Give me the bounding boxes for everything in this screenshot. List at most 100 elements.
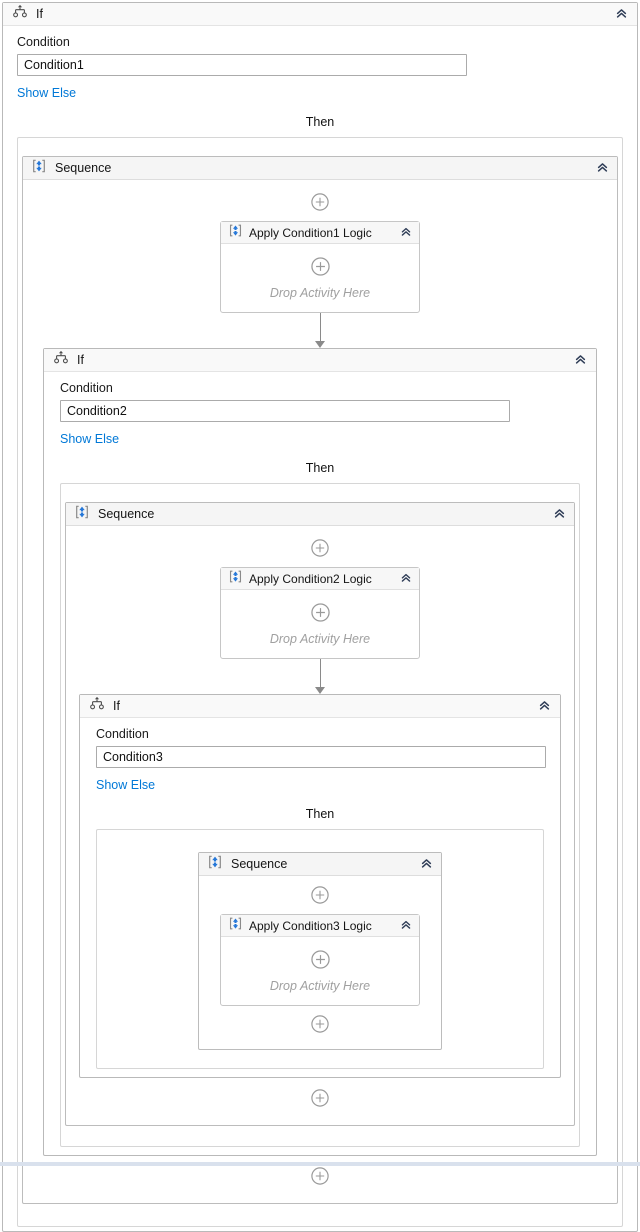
flow-arrow-connector [315, 659, 325, 694]
if1-then-label: Then [305, 115, 335, 129]
seq2-add-activity-bottom-button[interactable] [311, 1089, 329, 1110]
if1-condition-input[interactable] [17, 54, 467, 76]
apply3-drop-hint: Drop Activity Here [269, 979, 371, 993]
designer-background-edge [0, 1162, 640, 1166]
apply-condition1-logic-sequence[interactable]: Apply Condition1 Logic Drop Activity Her… [220, 221, 420, 313]
if2-then-slot: Sequence [60, 483, 580, 1147]
if-activity-3[interactable]: If Condition Show Else [79, 694, 561, 1078]
apply3-add-activity-button[interactable] [310, 950, 330, 972]
if1-then-slot: Sequence Apply Condition1 Logic [17, 137, 623, 1227]
seq2-header[interactable]: Sequence [66, 503, 574, 526]
if1-collapse-button[interactable] [615, 6, 628, 22]
seq2-collapse-button[interactable] [553, 506, 566, 522]
seq2-title: Sequence [98, 507, 155, 521]
if3-condition-label: Condition [96, 727, 149, 741]
seq3-title: Sequence [231, 857, 288, 871]
sequence-activity-1[interactable]: Sequence Apply Condition1 Logic [22, 156, 618, 1204]
seq1-add-activity-bottom-button[interactable] [311, 1167, 329, 1188]
plus-circle-icon [311, 886, 329, 907]
double-chevron-up-icon [538, 698, 551, 714]
if2-show-else-link[interactable]: Show Else [60, 432, 120, 446]
if1-title: If [36, 7, 43, 21]
if2-content: Condition Show Else Then Seq [44, 372, 596, 1155]
double-chevron-up-icon [574, 352, 587, 368]
plus-circle-icon [311, 1167, 329, 1188]
sequence-icon [207, 854, 223, 875]
sequence-icon [228, 916, 243, 936]
flow-arrow-connector [315, 313, 325, 348]
apply1-header[interactable]: Apply Condition1 Logic [221, 222, 419, 244]
seq2-add-activity-top-button[interactable] [311, 539, 329, 560]
if3-then-slot: Sequence [96, 829, 544, 1069]
if-activity-2[interactable]: If Condition Show Else Then [43, 348, 597, 1156]
apply2-collapse-button[interactable] [400, 571, 412, 586]
if2-header[interactable]: If [44, 349, 596, 372]
if1-content: Condition Show Else Then Sequence [3, 26, 637, 1231]
plus-circle-icon [310, 603, 330, 625]
apply1-collapse-button[interactable] [400, 225, 412, 240]
if2-condition-input[interactable] [60, 400, 510, 422]
apply3-header[interactable]: Apply Condition3 Logic [221, 915, 419, 937]
double-chevron-up-icon [615, 6, 628, 22]
if2-then-label: Then [305, 461, 335, 475]
sequence-activity-3[interactable]: Sequence [198, 852, 442, 1050]
if3-condition-input[interactable] [96, 746, 546, 768]
seq1-header[interactable]: Sequence [23, 157, 617, 180]
apply1-add-activity-button[interactable] [310, 257, 330, 279]
apply1-drop-hint: Drop Activity Here [269, 286, 371, 300]
if3-header[interactable]: If [80, 695, 560, 718]
sequence-icon [74, 504, 90, 525]
seq1-add-activity-top-button[interactable] [311, 193, 329, 214]
double-chevron-up-icon [400, 225, 412, 240]
if1-show-else-link[interactable]: Show Else [17, 86, 77, 100]
apply3-drop-zone[interactable]: Drop Activity Here [221, 937, 419, 1005]
apply-condition2-logic-sequence[interactable]: Apply Condition2 Logic Drop Activity Her… [220, 567, 420, 659]
if3-show-else-link[interactable]: Show Else [96, 778, 156, 792]
if-icon [12, 3, 28, 25]
plus-circle-icon [311, 539, 329, 560]
seq1-title: Sequence [55, 161, 112, 175]
if1-condition-label: Condition [17, 35, 70, 49]
apply2-title: Apply Condition2 Logic [249, 571, 372, 586]
double-chevron-up-icon [420, 856, 433, 872]
if2-condition-label: Condition [60, 381, 113, 395]
double-chevron-up-icon [400, 571, 412, 586]
plus-circle-icon [311, 1089, 329, 1110]
if3-collapse-button[interactable] [538, 698, 551, 714]
apply2-header[interactable]: Apply Condition2 Logic [221, 568, 419, 590]
seq2-body: Apply Condition2 Logic Drop Activity Her… [66, 526, 574, 1125]
seq1-collapse-button[interactable] [596, 160, 609, 176]
if3-content: Condition Show Else Then [80, 718, 560, 1077]
if3-then-label: Then [305, 807, 335, 821]
apply2-drop-hint: Drop Activity Here [269, 632, 371, 646]
seq1-body: Apply Condition1 Logic Drop Activity Her… [23, 180, 617, 1203]
plus-circle-icon [311, 1015, 329, 1036]
sequence-activity-2[interactable]: Sequence [65, 502, 575, 1126]
if-icon [89, 695, 105, 717]
if2-title: If [77, 353, 84, 367]
apply1-drop-zone[interactable]: Drop Activity Here [221, 244, 419, 312]
seq3-collapse-button[interactable] [420, 856, 433, 872]
sequence-icon [228, 223, 243, 243]
apply-condition3-logic-sequence[interactable]: Apply Condition3 Logic [220, 914, 420, 1006]
if1-header[interactable]: If [3, 3, 637, 26]
seq3-add-activity-bottom-button[interactable] [311, 1015, 329, 1036]
apply3-collapse-button[interactable] [400, 918, 412, 933]
apply2-drop-zone[interactable]: Drop Activity Here [221, 590, 419, 658]
plus-circle-icon [310, 950, 330, 972]
apply2-add-activity-button[interactable] [310, 603, 330, 625]
if3-title: If [113, 699, 120, 713]
seq3-header[interactable]: Sequence [199, 853, 441, 876]
double-chevron-up-icon [400, 918, 412, 933]
plus-circle-icon [310, 257, 330, 279]
apply3-title: Apply Condition3 Logic [249, 918, 372, 933]
if2-collapse-button[interactable] [574, 352, 587, 368]
double-chevron-up-icon [596, 160, 609, 176]
seq3-add-activity-top-button[interactable] [311, 886, 329, 907]
double-chevron-up-icon [553, 506, 566, 522]
seq3-body: Apply Condition3 Logic [199, 876, 441, 1049]
sequence-icon [228, 569, 243, 589]
if-icon [53, 349, 69, 371]
